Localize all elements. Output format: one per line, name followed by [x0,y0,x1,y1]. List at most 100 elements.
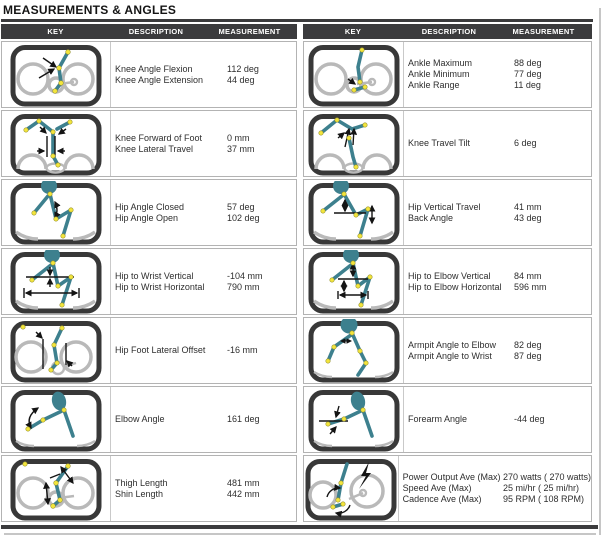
column-header-measurement: MEASUREMENT [512,27,575,36]
measurement-value: 270 watts ( 270 watts) [502,472,591,482]
right-table: KEY DESCRIPTION MEASUREMENT [303,24,592,522]
measurement-value: 442 mm [227,488,260,499]
key-cell [2,456,111,521]
measurement-cell: 112 deg 44 deg [227,64,296,86]
measurement-cell: 57 deg 102 deg [227,202,296,224]
description-cell: Knee Forward of Foot Knee Lateral Travel [111,133,227,155]
measurement-cell: 481 mm 442 mm [227,478,296,500]
table-row: Hip to Wrist Vertical Hip to Wrist Horiz… [1,248,297,315]
measurement-value: 43 deg [514,212,542,223]
page-frame-right [599,8,601,535]
description-cell: Hip Vertical Travel Back Angle [404,202,514,224]
key-cell [2,180,111,245]
table-row: Knee Forward of Foot Knee Lateral Travel… [1,110,297,177]
measurement-cell: -16 mm [227,345,296,356]
description-cell: Hip Angle Closed Hip Angle Open [111,202,227,224]
description-label: Hip to Wrist Vertical [115,270,194,281]
description-cell: Hip to Wrist Vertical Hip to Wrist Horiz… [111,271,227,293]
page-title: MEASUREMENTS & ANGLES [3,3,177,17]
measurement-cell: 0 mm 37 mm [227,133,296,155]
description-label: Back Angle [408,212,454,223]
column-header-description: DESCRIPTION [128,27,184,36]
key-cell [304,387,404,452]
thigh-shin-length-key-icon [10,458,102,520]
key-cell [304,249,404,314]
measurement-cell: -44 deg [514,414,591,425]
description-cell: Elbow Angle [111,414,227,425]
description-label: Hip to Wrist Horizontal [115,281,205,292]
forearm-angle-key-icon [308,389,399,451]
key-cell [304,180,404,245]
description-label: Armpit Angle to Wrist [408,350,492,361]
measurement-value: 102 deg [227,212,260,223]
left-table-header: KEY DESCRIPTION MEASUREMENT [1,24,297,39]
measurement-value: 57 deg [227,201,255,212]
description-label: Hip to Elbow Vertical [408,270,491,281]
table-row: Hip Vertical Travel Back Angle 41 mm 43 … [303,179,592,246]
description-label: Ankle Minimum [408,69,470,79]
title-rule [1,19,593,22]
page-frame-bottom [4,533,596,535]
measurement-cell: 82 deg 87 deg [514,340,591,362]
description-label: Elbow Angle [115,414,165,424]
measurement-cell: 88 deg 77 deg 11 deg [514,58,591,91]
key-cell [304,111,404,176]
measurement-cell: 6 deg [514,138,591,149]
measurement-value: 481 mm [227,477,260,488]
description-label: Knee Forward of Foot [115,132,203,143]
column-header-description: DESCRIPTION [421,27,477,36]
table-row: Power Output Ave (Max) Speed Ave (Max) C… [303,455,592,522]
measurement-value: 6 deg [514,138,537,148]
table-row: Ankle Maximum Ankle Minimum Ankle Range … [303,41,592,108]
table-row: Knee Angle Flexion Knee Angle Extension … [1,41,297,108]
column-header-measurement: MEASUREMENT [218,27,281,36]
key-cell [2,249,111,314]
measurement-value: 596 mm [514,281,547,292]
knee-travel-tilt-key-icon [308,113,399,175]
measurement-value: 88 deg [514,58,542,68]
description-cell: Thigh Length Shin Length [111,478,227,500]
description-label: Cadence Ave (Max) [402,494,482,504]
measurement-value: 77 deg [514,69,542,79]
measurement-value: 11 deg [514,80,541,90]
description-label: Speed Ave (Max) [402,483,472,493]
measurement-value: 161 deg [227,414,260,424]
description-label: Power Output Ave (Max) [402,472,501,482]
hip-to-wrist-key-icon [10,249,102,313]
measurement-cell: 161 deg [227,414,296,425]
description-cell: Hip Foot Lateral Offset [111,345,227,356]
description-label: Armpit Angle to Elbow [408,339,497,350]
description-label: Hip Angle Closed [115,201,185,212]
measurement-value: -16 mm [227,345,258,355]
description-cell: Knee Travel Tilt [404,138,514,149]
measurement-value: -44 deg [514,414,545,424]
description-cell: Power Output Ave (Max) Speed Ave (Max) C… [399,472,503,505]
measurement-value: 95 RPM ( 108 RPM) [502,494,584,504]
power-output-key-icon [305,458,397,520]
left-table: KEY DESCRIPTION MEASUREMENT [1,24,297,522]
description-label: Hip Foot Lateral Offset [115,345,206,355]
table-row: Elbow Angle 161 deg [1,386,297,453]
measurement-value: 87 deg [514,350,542,361]
key-cell [2,42,111,107]
description-label: Ankle Maximum [408,58,473,68]
description-cell: Ankle Maximum Ankle Minimum Ankle Range [404,58,514,91]
key-cell [2,111,111,176]
table-row: Armpit Angle to Elbow Armpit Angle to Wr… [303,317,592,384]
table-row: Forearm Angle -44 deg [303,386,592,453]
key-cell [2,387,111,452]
knee-forward-key-icon [10,113,102,175]
hip-angle-key-icon [10,180,102,244]
key-cell [304,318,404,383]
description-label: Knee Angle Flexion [115,63,193,74]
description-label: Ankle Range [408,80,460,90]
measurement-value: 112 deg [227,63,259,74]
description-label: Thigh Length [115,477,168,488]
description-cell: Armpit Angle to Elbow Armpit Angle to Wr… [404,340,514,362]
measurement-value: 790 mm [227,281,260,292]
description-cell: Hip to Elbow Vertical Hip to Elbow Horiz… [404,271,514,293]
description-label: Knee Travel Tilt [408,138,471,148]
measurement-value: 41 mm [514,201,542,212]
description-cell: Knee Angle Flexion Knee Angle Extension [111,64,227,86]
